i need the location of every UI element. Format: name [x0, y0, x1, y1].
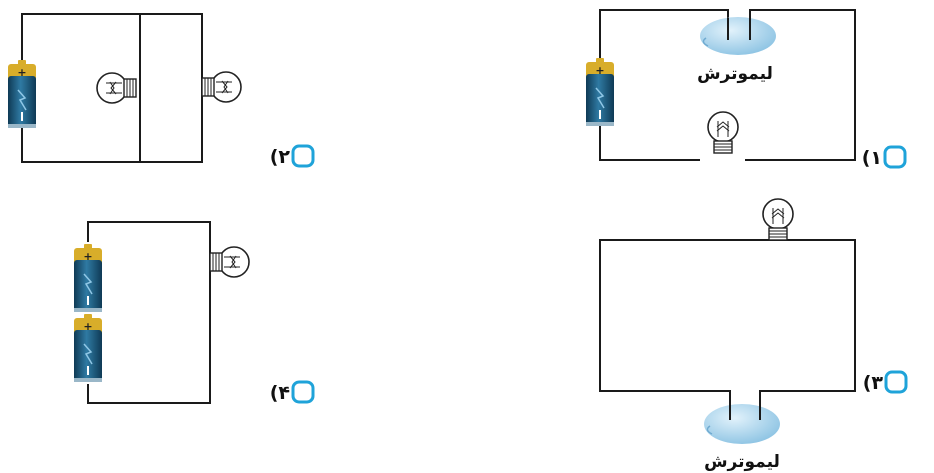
light-bulb-icon [201, 71, 242, 103]
lemon-label: لیموترش [704, 452, 780, 472]
option-4-number: (۴ [270, 382, 290, 404]
checkbox-icon[interactable] [291, 144, 315, 168]
light-bulb-icon [96, 72, 137, 104]
option-4-circuit [73, 221, 250, 404]
option-1-number: (۱ [862, 147, 882, 169]
light-bulb-icon [209, 246, 250, 278]
option-1-circuit: لیموترش [585, 9, 856, 161]
lemon-icon [700, 17, 776, 55]
option-3-number: (۳ [863, 372, 884, 394]
checkbox-icon[interactable] [884, 370, 908, 394]
lemon-label: لیموترش [697, 64, 773, 84]
option-3-circuit: لیموترش [599, 198, 856, 472]
light-bulb-icon [707, 111, 739, 154]
lemon-icon [704, 404, 780, 444]
battery-icon [73, 313, 103, 383]
light-bulb-icon [762, 198, 794, 241]
option-2-circuit [7, 13, 242, 163]
battery-icon [585, 57, 615, 127]
option-2-number: (۲ [270, 146, 291, 168]
checkbox-icon[interactable] [291, 380, 315, 404]
checkbox-icon[interactable] [883, 145, 907, 169]
battery-icon [7, 59, 37, 129]
battery-icon [73, 243, 103, 313]
